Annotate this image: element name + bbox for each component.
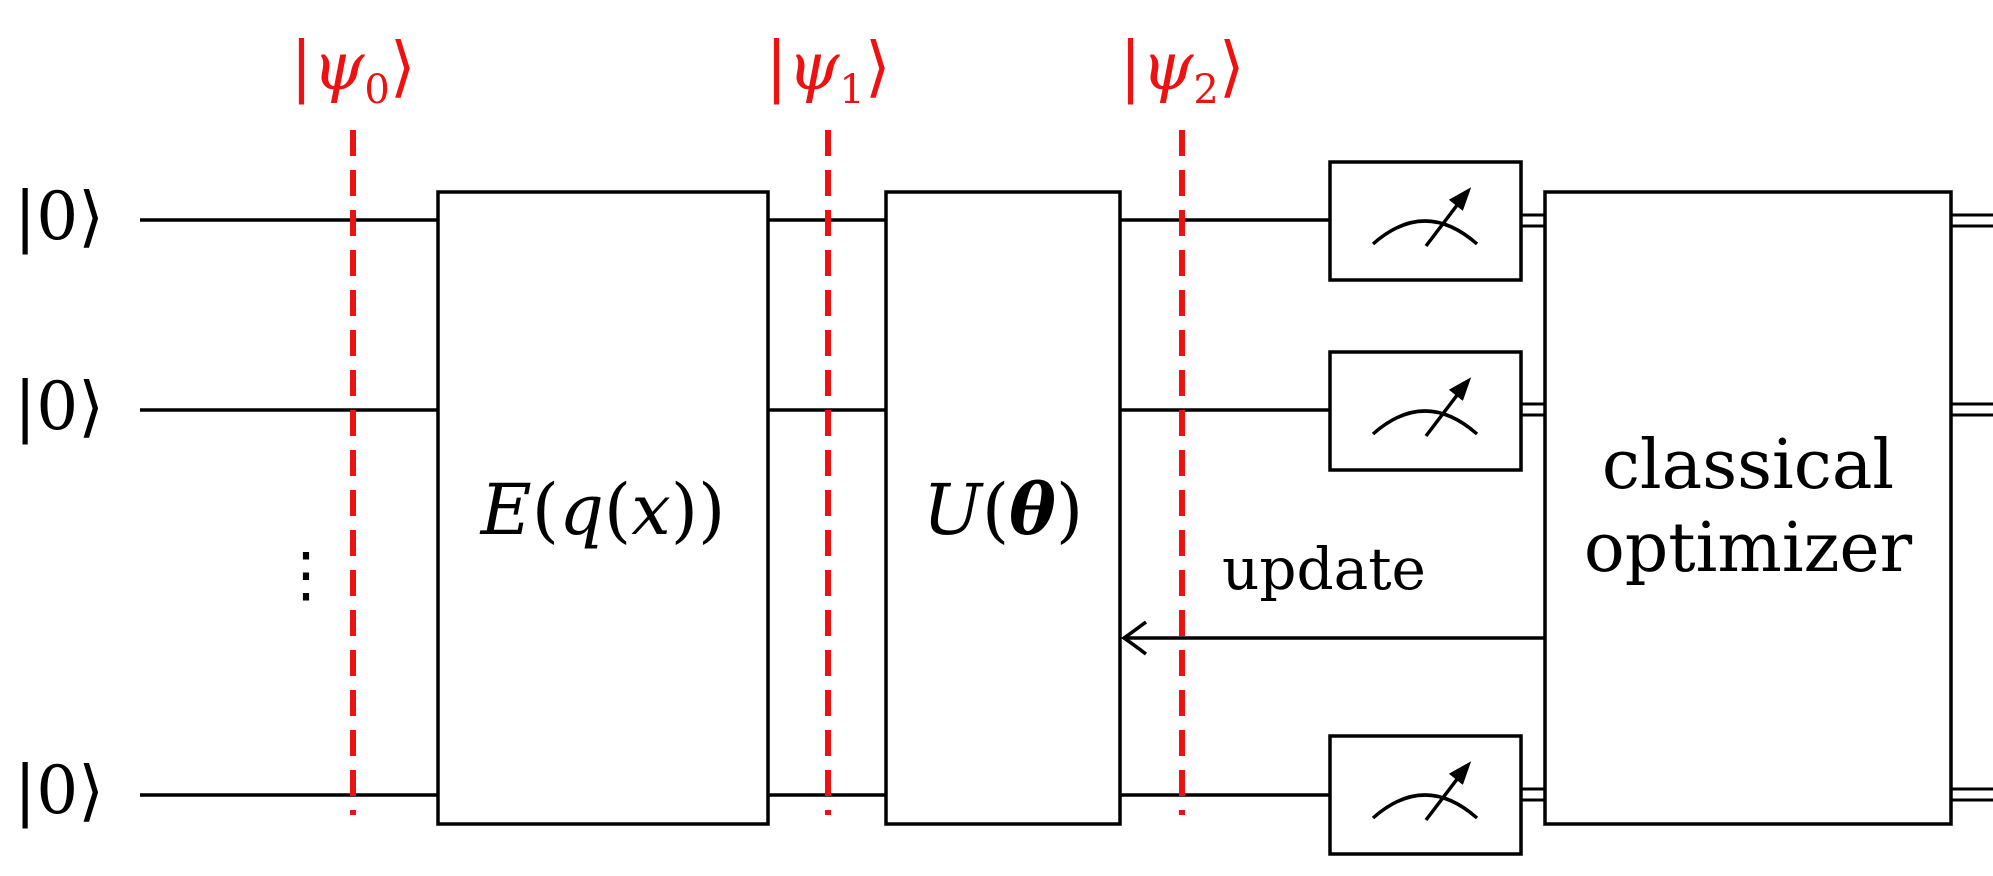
psi-index: 0	[364, 67, 390, 113]
psi-index: 2	[1193, 67, 1219, 113]
meter-icon	[1371, 187, 1479, 248]
ellipsis: ⋮	[276, 540, 336, 610]
optimizer-box	[1543, 190, 1953, 826]
psi-symbol: ψ	[312, 28, 365, 105]
psi-symbol: ψ	[787, 28, 840, 105]
encoding-gate-box	[436, 190, 770, 826]
variational-gate-label: U(θ)	[923, 475, 1083, 546]
input-ket-n: |0⟩	[14, 752, 104, 829]
optimizer-line-1: classical	[1601, 426, 1895, 506]
state-label-psi2: |ψ2⟩	[1119, 28, 1245, 113]
optimizer-line-2: optimizer	[1583, 509, 1913, 588]
psi-symbol: ψ	[1141, 28, 1194, 105]
input-ket-2: |0⟩	[14, 368, 104, 445]
variational-name: U	[922, 469, 982, 551]
meter-icon	[1371, 377, 1479, 438]
paren: (	[981, 469, 1010, 551]
optimizer-label: classical optimizer	[1584, 425, 1912, 591]
state-label-psi1: |ψ1⟩	[765, 28, 891, 113]
meter-icon	[1371, 761, 1479, 822]
encoding-inner-name: q	[559, 469, 604, 551]
paren: ))	[670, 469, 726, 551]
encoding-gate-label: E(q(x))	[481, 475, 726, 545]
theta-param: θ	[1009, 468, 1056, 551]
update-label: update	[1222, 535, 1426, 603]
paren: (	[603, 469, 632, 551]
encoding-name: E	[480, 469, 532, 551]
variational-gate-box	[884, 190, 1122, 826]
state-label-psi0: |ψ0⟩	[290, 28, 416, 113]
paren: (	[531, 469, 560, 551]
encoding-var: x	[631, 469, 671, 551]
input-ket-1: |0⟩	[14, 178, 104, 255]
paren: )	[1055, 469, 1084, 551]
update-arrow-icon	[1120, 620, 1545, 656]
psi-index: 1	[839, 67, 865, 113]
